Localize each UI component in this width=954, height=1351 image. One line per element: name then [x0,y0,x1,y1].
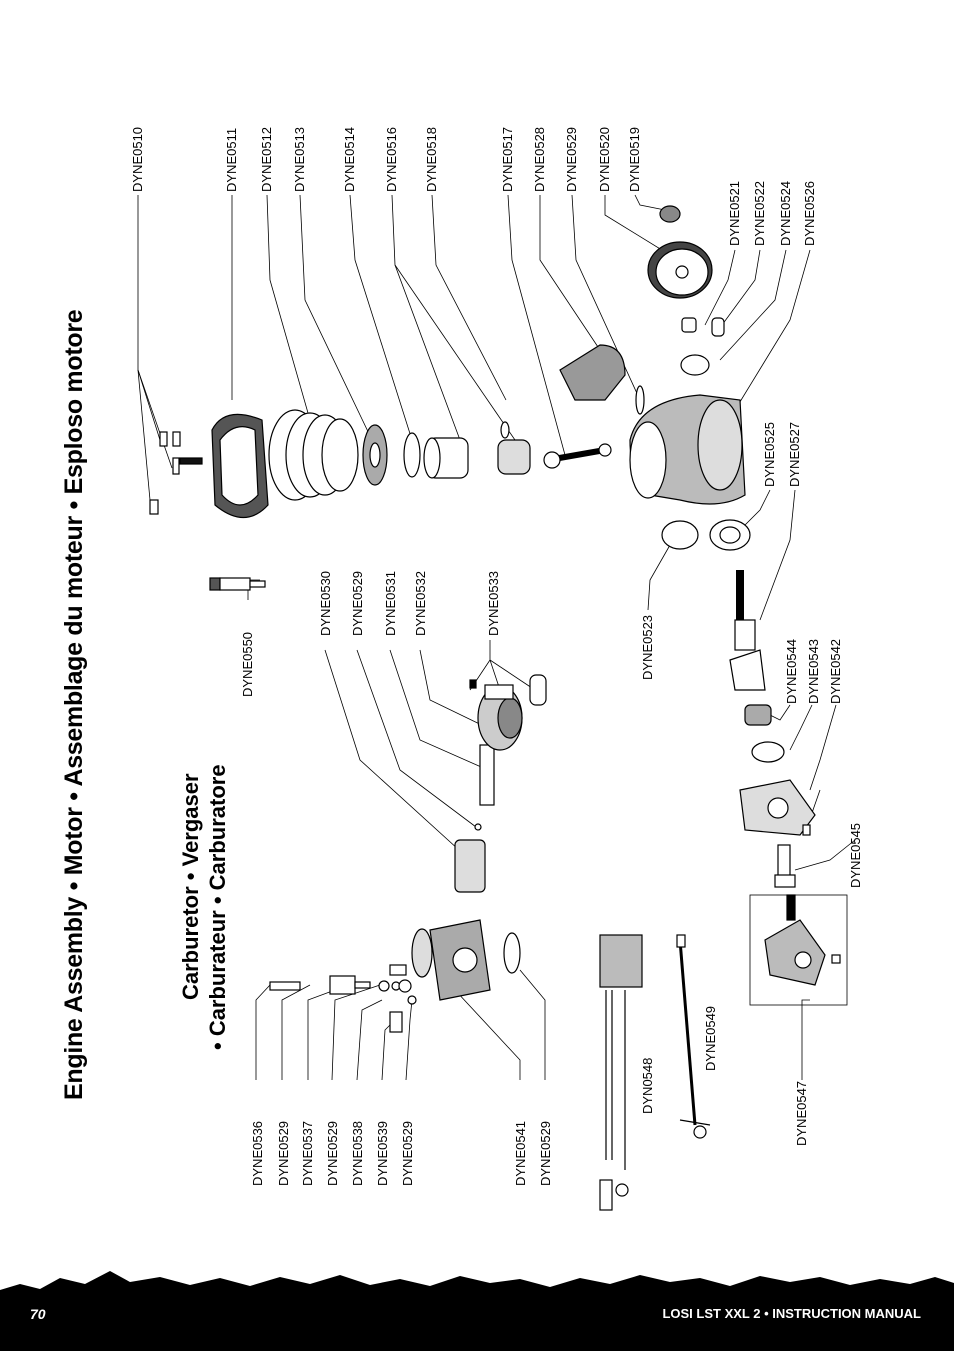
manual-title: LOSI LST XXL 2 • INSTRUCTION MANUAL [662,1306,921,1321]
head-screw-parts [149,431,203,515]
part-label: DYNE0543 [806,638,821,704]
part-label: DYNE0539 [375,1120,390,1186]
engine-parts [149,205,841,1211]
cap-part [659,205,681,223]
part-label: DYNE0525 [762,421,777,487]
head-fins [268,409,359,501]
part-label: DYNE0522 [752,180,767,246]
rear-bearing [680,354,710,376]
part-label: DYNE0542 [828,638,843,704]
drive-hub [744,704,772,726]
glow-plug [209,577,266,591]
part-label: DYNE0529 [400,1120,415,1186]
part-label: DYNE0524 [778,180,793,246]
part-label: DYNE0526 [802,180,817,246]
part-label: DYNE0545 [848,822,863,888]
part-label: DYNE0550 [240,631,255,697]
footer-band [0,1271,954,1351]
part-label: DYNE0529 [350,570,365,636]
ring-part [403,432,421,478]
part-label: DYNE0521 [727,180,742,246]
part-label: DYNE0518 [424,126,439,192]
part-label: DYNE0513 [292,126,307,192]
part-label: DYNE0520 [597,126,612,192]
part-label: DYNE0529 [325,1120,340,1186]
part-label: DYNE0517 [500,126,515,192]
part-label: DYNE0531 [383,570,398,636]
bearing-small [681,317,697,333]
part-label: DYNE0519 [627,126,642,192]
throttle-linkage [599,934,711,1211]
part-label: DYNE0530 [318,570,333,636]
part-label: DYNE0529 [564,126,579,192]
part-label: DYNE0514 [342,126,357,192]
front-seal [661,520,699,550]
o-ring [751,741,785,763]
carburetor-title-line2: • Carburateur • Carburatore [205,764,230,1050]
page-number: 70 [30,1306,46,1322]
piston [497,439,531,475]
dyne0547-box [749,894,848,1006]
part-label: DYNE0529 [538,1120,553,1186]
part-label: DYNE0549 [703,1005,718,1071]
part-label: DYN0548 [640,1057,655,1114]
part-label: DYNE0511 [224,127,239,192]
leader-lines [137,194,856,1081]
part-label: DYNE0516 [384,126,399,192]
engine-carburetor [559,344,626,401]
needle-assembly [454,674,547,893]
starter-housing [764,919,826,986]
part-label: DYNE0523 [640,614,655,680]
part-label: DYNE0544 [784,638,799,704]
carburetor-body [269,919,521,1033]
part-label: DYNE0510 [130,126,145,192]
part-label: DYNE0532 [413,570,428,636]
part-label: DYNE0536 [250,1120,265,1186]
part-label: DYNE0512 [259,126,274,192]
part-label: DYNE0528 [532,126,547,192]
engine-assembly-title: Engine Assembly • Motor • Assemblage du … [60,309,88,1100]
part-label: DYNE0533 [486,570,501,636]
part-label: DYNE0527 [787,421,802,487]
part-label: DYNE0529 [276,1120,291,1186]
part-label: DYNE0538 [350,1120,365,1186]
carburetor-title-line1: Carburetor • Vergaser [178,773,203,1000]
part-label: DYNE0547 [794,1080,809,1146]
part-label: DYNE0537 [300,1120,315,1186]
part-label: DYNE0541 [513,1120,528,1186]
